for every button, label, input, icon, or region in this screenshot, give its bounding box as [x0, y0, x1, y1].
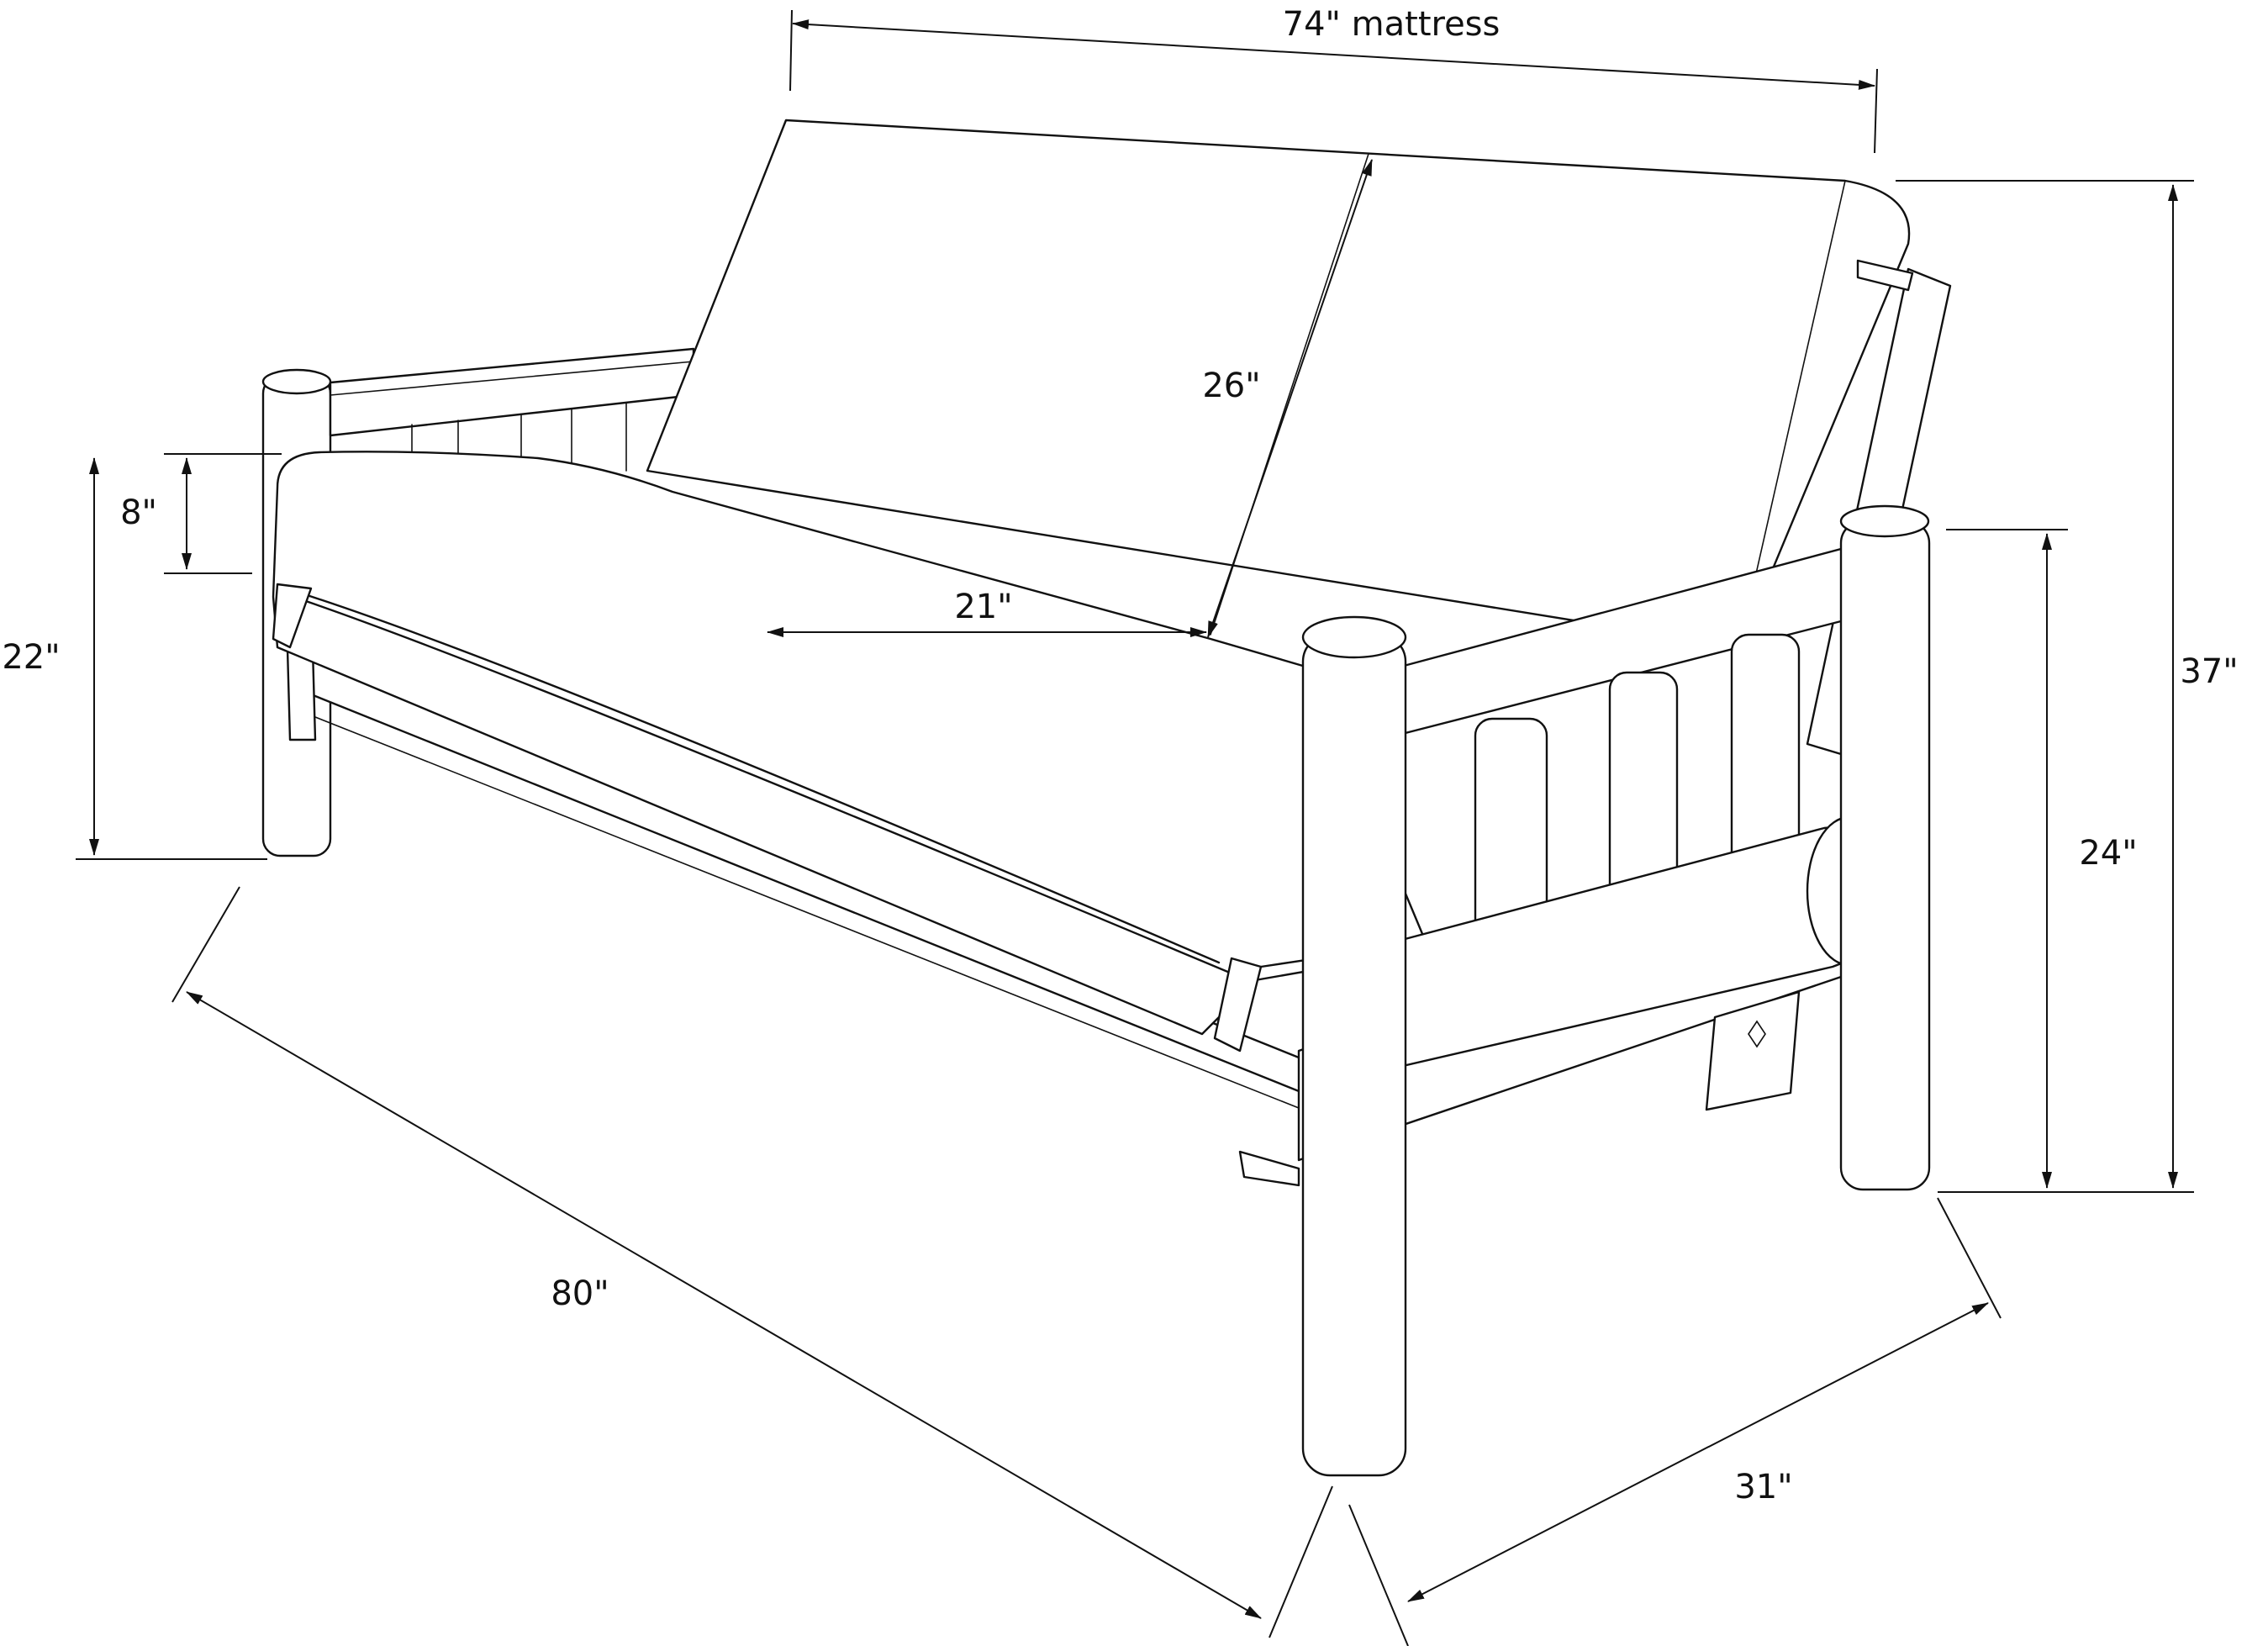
- seat-height-label: 22": [2, 638, 60, 677]
- arm-height-label: 24": [2079, 834, 2137, 873]
- seat-depth-dimension: 21": [767, 588, 1207, 637]
- dimension-annotations: 74" mattress 26" 21" 8" 22": [2, 5, 2239, 1646]
- overall-depth-dimension: 31": [1348, 1197, 2002, 1646]
- front-right-post: [1301, 615, 1407, 1477]
- cushion-thickness-dimension: 8": [120, 453, 282, 574]
- arm-height-dimension: 24": [1946, 529, 2138, 1189]
- overall-width-dimension: 80": [171, 886, 1333, 1638]
- back-height-label: 26": [1202, 367, 1260, 405]
- seat-depth-label: 21": [954, 588, 1012, 626]
- overall-width-label: 80": [551, 1274, 609, 1313]
- seat-mattress: [272, 451, 1431, 1052]
- mattress-width-label: 74" mattress: [1283, 5, 1501, 44]
- overall-height-dimension: 37": [1896, 180, 2239, 1193]
- futon-frame-drawing: [261, 119, 1952, 1477]
- overall-height-label: 37": [2180, 652, 2238, 691]
- right-arm: [1377, 504, 1931, 1191]
- mattress-width-dimension: 74" mattress: [789, 5, 1878, 154]
- cushion-thickness-label: 8": [120, 493, 157, 532]
- overall-depth-label: 31": [1734, 1468, 1792, 1506]
- back-height-dimension: 26": [1202, 159, 1373, 638]
- seat-height-dimension: 22": [2, 457, 267, 860]
